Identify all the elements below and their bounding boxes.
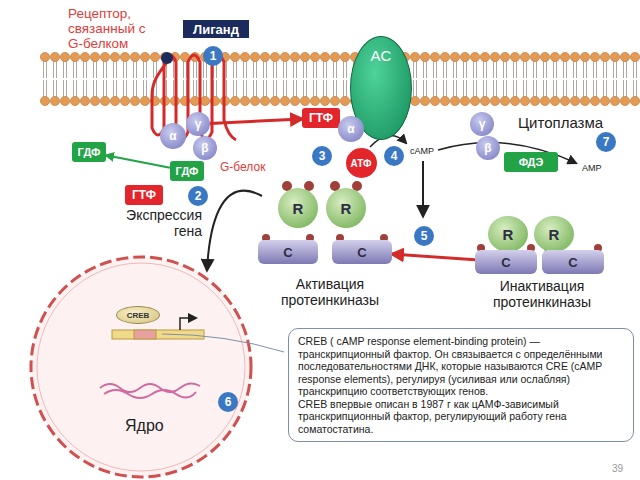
node-text: C	[568, 255, 577, 270]
arrow-connector	[210, 119, 302, 123]
node-text: β	[201, 141, 208, 155]
label-text: 4	[391, 149, 398, 163]
nucleus-inner	[37, 263, 245, 471]
node-text: ФДЭ	[519, 156, 544, 168]
page-number: 39	[612, 463, 623, 474]
callout-number: 3	[312, 146, 332, 166]
callout-number: 2	[188, 186, 208, 206]
node-text: Ядро	[125, 417, 164, 435]
note-leader	[162, 334, 284, 352]
regulatory-subunit: R	[488, 216, 528, 252]
beta-subunit: β	[476, 136, 500, 160]
label-text: cAMP	[410, 146, 434, 156]
amp-label: AMP	[582, 163, 602, 173]
gdp-box: ГДФ	[170, 161, 204, 181]
nucleus: Ядро CREB	[31, 257, 251, 477]
label-text: AMP	[582, 163, 602, 173]
node-text: AC	[371, 47, 392, 64]
node-text: АТФ	[351, 158, 372, 169]
label-text: 6	[225, 395, 232, 409]
gene-expression-arrow	[207, 191, 262, 270]
node-text: β	[484, 141, 491, 155]
membrane	[40, 52, 640, 106]
catalytic-subunit: C	[542, 250, 604, 274]
gamma-subunit: γ	[470, 112, 494, 136]
gamma-subunit: γ	[186, 112, 210, 136]
label-text: 1	[210, 49, 217, 63]
node-text: R	[549, 226, 560, 243]
gdp-box: ГДФ	[72, 142, 106, 162]
node-text: C	[501, 255, 510, 270]
label-text: Активация протеинкиназы	[281, 276, 379, 308]
node-text: ГДФ	[77, 146, 100, 158]
gene-expression-label: Экспрессия гена	[98, 207, 202, 239]
atp-circle: АТФ	[346, 148, 377, 178]
note-box: CREB ( cAMP response element-binding pro…	[288, 328, 634, 442]
label-text: Экспрессия гена	[126, 207, 202, 239]
node-text: γ	[479, 117, 486, 131]
label-text: Рецептор, связанный с G-белком	[68, 6, 145, 51]
label-text: Инактивация протеинкиназы	[493, 278, 591, 310]
label-text: 2	[195, 189, 202, 203]
callout-number: 1	[203, 46, 223, 66]
g-protein-label: G-белок	[220, 160, 265, 174]
alpha-subunit: α	[338, 116, 364, 142]
node-text: α	[347, 122, 354, 136]
label-text: Цитоплазма	[518, 114, 603, 131]
arrow-connector	[106, 155, 170, 167]
callout-number: 4	[384, 146, 404, 166]
camp-down-arrow	[422, 161, 424, 216]
ligand-box: Лиганд	[183, 20, 249, 38]
callout-number: 6	[218, 392, 238, 412]
node-text: R	[293, 200, 304, 217]
ligand-dot	[161, 52, 173, 64]
node-text: CREB ( cAMP response element-binding pro…	[298, 335, 624, 398]
node-text: R	[341, 200, 352, 217]
regulatory-subunit: R	[326, 188, 366, 228]
regulatory-subunit: R	[278, 188, 318, 228]
label-text: 5	[421, 229, 428, 243]
creb-protein: CREB	[116, 306, 160, 324]
node-text: C	[357, 245, 366, 260]
cytoplasm-label: Цитоплазма	[518, 114, 603, 131]
gtp-box: ГТФ	[125, 185, 163, 205]
node-text: CREB	[127, 311, 150, 320]
node-text: γ	[195, 117, 202, 131]
label-text: G-белок	[220, 160, 265, 174]
nucleus-outline	[31, 257, 251, 477]
chromatin	[100, 383, 200, 398]
label-text: 39	[612, 463, 623, 474]
catalytic-subunit: C	[475, 250, 537, 274]
pde-box: ФДЭ	[504, 152, 558, 172]
camp-label: cAMP	[410, 146, 434, 156]
beta-subunit: β	[193, 136, 217, 160]
callout-number: 7	[596, 132, 616, 152]
node-text: Лиганд	[193, 22, 239, 37]
catalytic-subunit: C	[258, 240, 318, 264]
node-text: R	[503, 226, 514, 243]
transcription-start	[180, 318, 196, 330]
label-text: 7	[603, 135, 610, 149]
catalytic-subunit: C	[332, 240, 392, 264]
label-text: 3	[319, 149, 326, 163]
gtp-box: ГТФ	[302, 108, 340, 128]
cre-element	[134, 330, 156, 339]
node-text: ГТФ	[132, 188, 156, 202]
callout-number: 5	[414, 226, 434, 246]
node-text: ГТФ	[309, 111, 333, 125]
regulatory-subunit: R	[534, 216, 574, 252]
node-text: CREB впервые описан в 1987 г как цАМФ-за…	[298, 398, 624, 436]
alpha-subunit: α	[160, 123, 186, 149]
inactivation-label: Инактивация протеинкиназы	[462, 278, 622, 310]
activation-label: Активация протеинкиназы	[250, 276, 410, 308]
node-text: C	[283, 245, 292, 260]
receptor-label: Рецептор, связанный с G-белком	[68, 6, 160, 51]
arrow-connector	[392, 254, 475, 260]
node-text: α	[169, 129, 176, 143]
node-text: ГДФ	[175, 165, 198, 177]
